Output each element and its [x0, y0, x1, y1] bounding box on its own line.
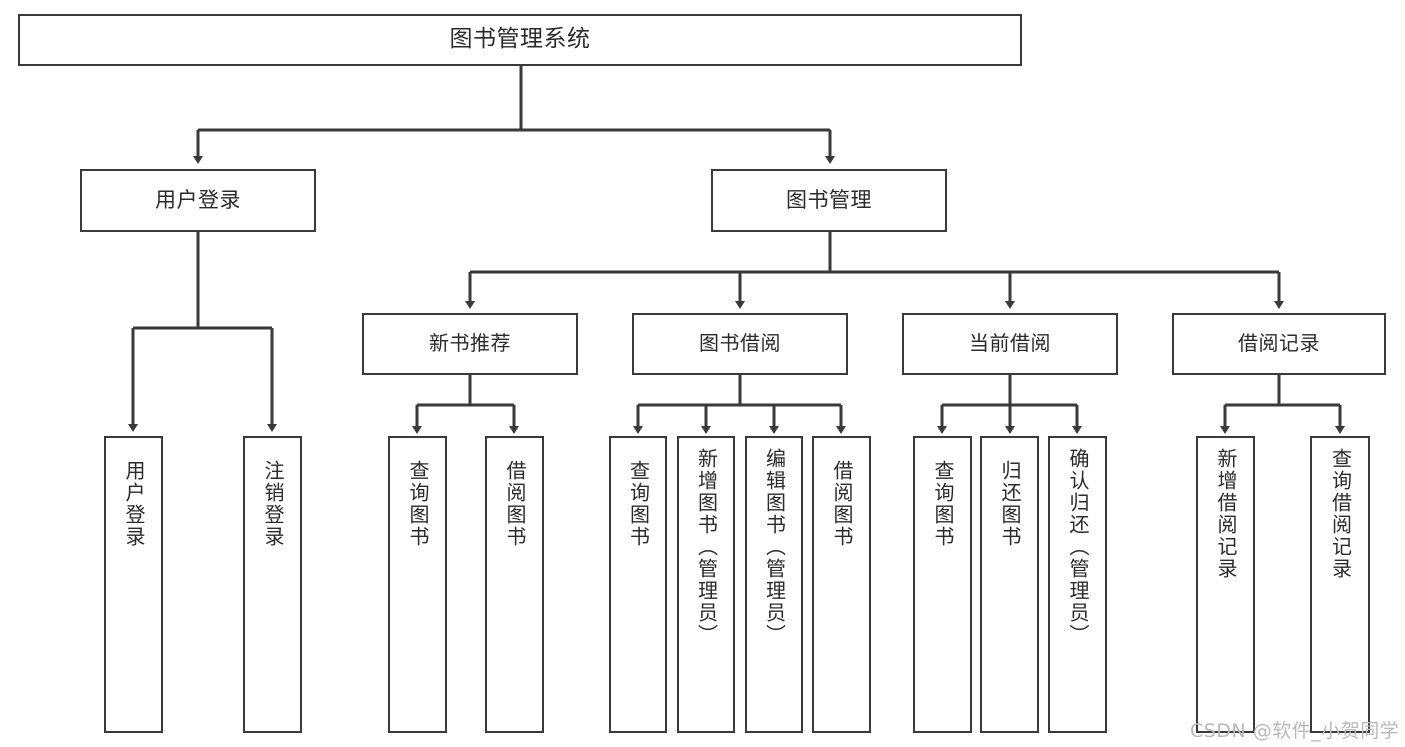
- node-book-borrow[interactable]: 图书借阅: [632, 313, 848, 375]
- leaf-book-borrow-edit-book-admin[interactable]: 编辑图书（管理员）: [745, 436, 803, 733]
- leaf-new-book-query-book[interactable]: 查询图书: [388, 436, 447, 733]
- node-borrow-record[interactable]: 借阅记录: [1172, 313, 1386, 375]
- node-label: 图书管理系统: [449, 26, 591, 53]
- node-label: 图书借阅: [699, 331, 781, 356]
- node-label: 借阅记录: [1238, 331, 1320, 356]
- node-label: 确认归还（管理员）: [1066, 448, 1090, 646]
- leaf-current-borrow-confirm-return-admin[interactable]: 确认归还（管理员）: [1048, 436, 1107, 733]
- node-label: 归还图书: [998, 460, 1022, 548]
- node-root-book-management-system[interactable]: 图书管理系统: [18, 14, 1022, 66]
- node-current-borrow[interactable]: 当前借阅: [902, 313, 1118, 375]
- leaf-borrow-record-add-record[interactable]: 新增借阅记录: [1196, 436, 1255, 733]
- node-label: 用户登录: [122, 460, 146, 548]
- node-user-login[interactable]: 用户登录: [80, 169, 316, 232]
- leaf-borrow-record-query-record[interactable]: 查询借阅记录: [1310, 436, 1370, 733]
- leaf-book-borrow-borrow-book[interactable]: 借阅图书: [812, 436, 871, 733]
- leaf-book-borrow-add-book-admin[interactable]: 新增图书（管理员）: [677, 436, 735, 733]
- node-label: 注销登录: [261, 460, 285, 548]
- node-label: 查询图书: [626, 460, 651, 548]
- node-label: 用户登录: [155, 188, 241, 213]
- node-label: 新增图书（管理员）: [694, 448, 719, 646]
- node-label: 新书推荐: [429, 331, 511, 356]
- leaf-new-book-borrow-book[interactable]: 借阅图书: [485, 436, 544, 733]
- node-label: 当前借阅: [969, 331, 1051, 356]
- node-label: 查询借阅记录: [1328, 448, 1353, 580]
- node-label: 编辑图书（管理员）: [762, 448, 787, 646]
- node-label: 查询图书: [931, 460, 955, 548]
- node-label: 借阅图书: [503, 460, 527, 548]
- node-label: 新增借阅记录: [1214, 448, 1238, 580]
- node-new-book-recommend[interactable]: 新书推荐: [362, 313, 578, 375]
- node-book-management[interactable]: 图书管理: [711, 169, 947, 232]
- leaf-book-borrow-query-book[interactable]: 查询图书: [609, 436, 667, 733]
- node-label: 查询图书: [406, 460, 430, 548]
- leaf-user-login-login[interactable]: 用户登录: [104, 436, 163, 733]
- node-label: 借阅图书: [830, 460, 854, 548]
- node-label: 图书管理: [786, 188, 872, 213]
- leaf-current-borrow-return-book[interactable]: 归还图书: [980, 436, 1039, 733]
- leaf-user-login-logout[interactable]: 注销登录: [243, 436, 302, 733]
- watermark-text: CSDN @软件_小贺同学: [1190, 720, 1400, 742]
- leaf-current-borrow-query-book[interactable]: 查询图书: [913, 436, 972, 733]
